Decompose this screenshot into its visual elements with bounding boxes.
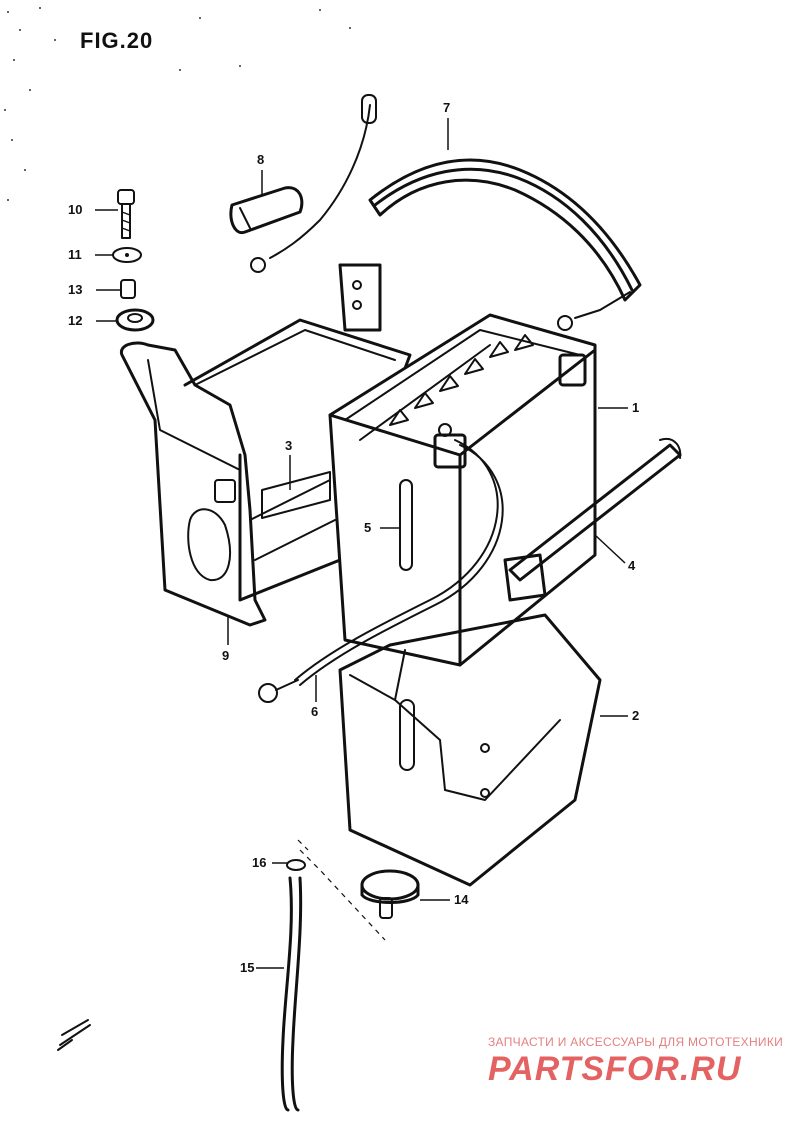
callout-1: 1 [632,400,640,415]
guide-lines [297,839,386,941]
battery-cell-caps [389,334,534,426]
callout-2: 2 [632,708,640,723]
corner-mark [57,1019,91,1051]
clip-16 [286,859,306,871]
scan-noise [4,7,351,201]
figure-title: FIG.20 [80,28,154,53]
leader-lines [95,118,628,969]
battery-1 [328,313,597,667]
pad-3 [261,471,331,519]
breather-tube-5 [399,479,413,571]
watermark-logo: PARTSFOR.RU [488,1050,742,1088]
callout-5: 5 [364,520,372,535]
watermark-tagline: ЗАПЧАСТИ И АКСЕССУАРЫ ДЛЯ МОТОТЕХНИКИ [488,1035,784,1049]
callout-15: 15 [240,960,255,975]
callout-11: 11 [68,247,82,262]
callout-12: 12 [68,313,83,328]
cap-14 [360,869,420,919]
callout-13: 13 [68,282,83,297]
grommet-12 [115,308,155,332]
callout-16: 16 [252,855,267,870]
terminal-cover-8 [229,186,304,235]
callout-8: 8 [257,152,265,167]
callout-7: 7 [443,100,451,115]
callout-6: 6 [311,704,319,719]
band-4 [503,437,682,602]
collar-13 [120,279,136,299]
bolt-10 [117,189,135,239]
hose-15 [280,876,303,1112]
callout-9: 9 [222,648,230,663]
callout-3: 3 [285,438,293,453]
cable-7 [250,94,642,331]
lead-wire-6 [258,439,504,703]
callout-4: 4 [628,558,636,573]
battery-case-2 [338,613,602,887]
callout-10: 10 [68,202,83,217]
callout-14: 14 [454,892,469,907]
washer-11 [112,247,142,263]
